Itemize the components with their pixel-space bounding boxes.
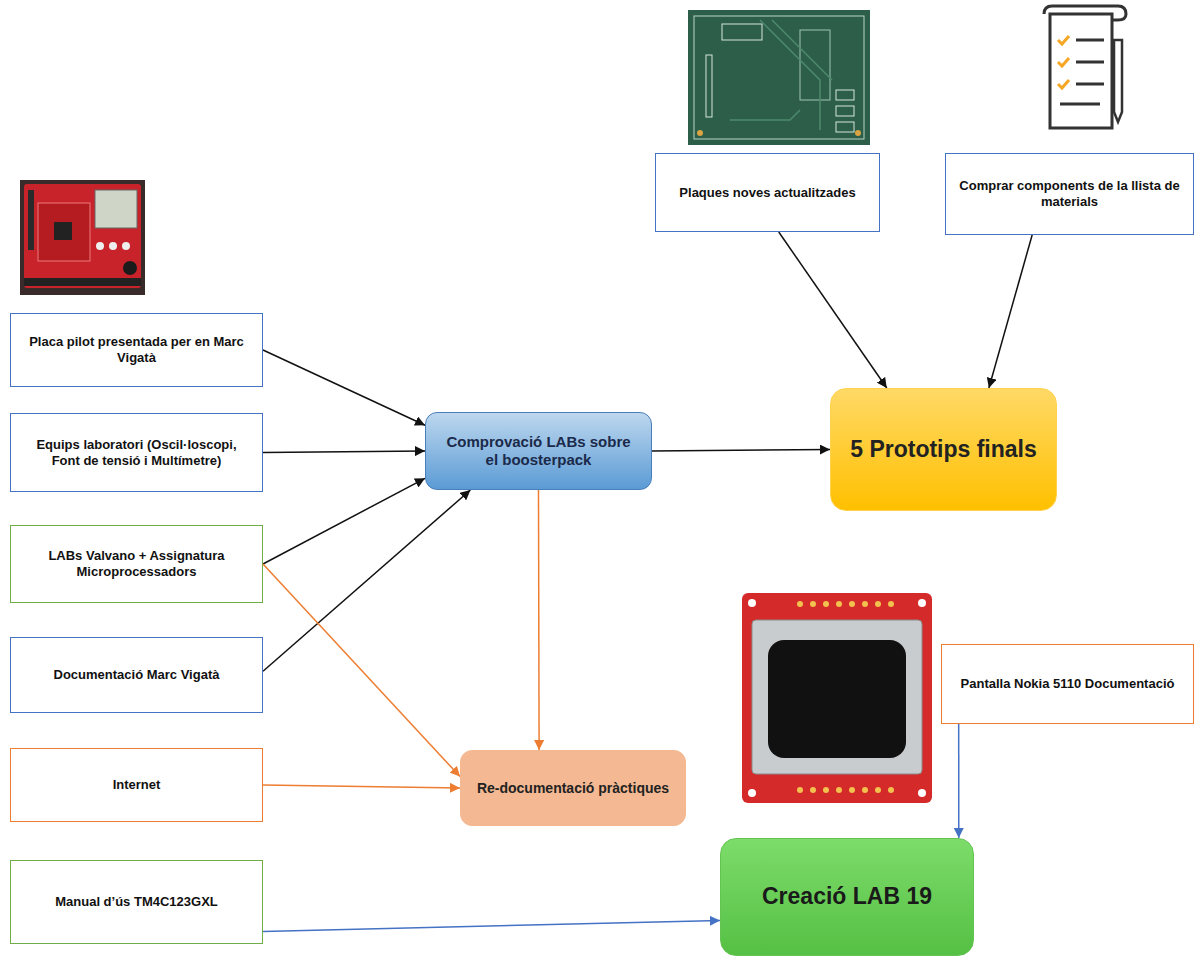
pin-hole xyxy=(849,787,855,793)
pin-hole xyxy=(797,787,803,793)
check-mark xyxy=(1058,36,1069,88)
pin-header xyxy=(24,278,141,286)
source-box: Placa pilot presentada per en Marc Vigat… xyxy=(10,313,263,387)
pin-hole xyxy=(810,601,816,607)
node-label: Pantalla Nokia 5110 Documentació xyxy=(961,676,1175,692)
checklist-icon xyxy=(1044,6,1126,128)
push-button xyxy=(109,242,117,250)
nokia-display-photo xyxy=(742,593,932,803)
connector-arrow xyxy=(538,490,540,750)
mounting-hole xyxy=(748,789,756,797)
pin-hole xyxy=(836,787,842,793)
buzzer xyxy=(123,261,137,275)
launchpad-board xyxy=(38,203,90,261)
connector-arrow xyxy=(263,564,460,777)
pcb-silkscreen xyxy=(722,24,762,40)
pin-hole xyxy=(875,601,881,607)
pin-hole xyxy=(823,787,829,793)
checklist-curl xyxy=(1044,6,1126,20)
pin-hole xyxy=(849,601,855,607)
node-label: Placa pilot presentada per en Marc Vigat… xyxy=(23,334,250,365)
pcb-outline xyxy=(694,16,864,139)
node-label: Comprovació LABs sobre el boosterpack xyxy=(440,433,637,469)
source-box: LABs Valvano + Assignatura Microprocessa… xyxy=(10,525,263,603)
process-box: Re-documentació pràctiques xyxy=(460,750,686,826)
lcd-display xyxy=(95,190,137,228)
connector-arrow xyxy=(263,350,425,425)
pencil xyxy=(1114,40,1122,122)
source-box: Pantalla Nokia 5110 Documentació xyxy=(941,644,1194,724)
source-box: Equips laboratori (Oscil·loscopi, Font d… xyxy=(10,413,263,492)
node-label: Internet xyxy=(113,777,161,793)
pin-hole xyxy=(836,601,842,607)
push-button xyxy=(96,242,104,250)
node-label: 5 Prototips finals xyxy=(850,436,1037,464)
connector-arrow xyxy=(989,235,1032,388)
source-box: Documentació Marc Vigatà xyxy=(10,637,263,713)
microcontroller-chip xyxy=(54,222,72,240)
connector-arrow xyxy=(652,450,830,452)
source-box: Plaques noves actualitzades xyxy=(655,153,880,232)
pcb-header xyxy=(706,55,712,117)
source-box: Comprar components de la llista de mater… xyxy=(945,153,1194,235)
metal-frame xyxy=(752,620,922,774)
board-photo xyxy=(20,180,145,295)
result-box: Creació LAB 19 xyxy=(720,838,974,956)
node-label: Plaques noves actualitzades xyxy=(679,185,855,201)
pcb-board xyxy=(688,10,870,145)
mounting-hole xyxy=(748,599,756,607)
pcb-photo xyxy=(688,10,870,145)
source-box: Manual d’ús TM4C123GXL xyxy=(10,860,263,944)
node-label: LABs Valvano + Assignatura Microprocessa… xyxy=(23,548,250,579)
pcb-silkscreen xyxy=(836,122,854,132)
connector-arrow xyxy=(263,921,720,932)
checklist-paper xyxy=(1050,14,1112,128)
node-label: Manual d’ús TM4C123GXL xyxy=(55,894,218,910)
boosterpack-board xyxy=(24,184,141,288)
connector-arrow xyxy=(263,490,470,671)
pcb-silkscreen xyxy=(836,106,854,116)
pin-header xyxy=(28,190,34,250)
node-label: Equips laboratori (Oscil·loscopi, Font d… xyxy=(23,437,250,468)
pin-hole xyxy=(888,787,894,793)
display-board xyxy=(742,593,932,803)
mounting-hole xyxy=(918,599,926,607)
pin-hole xyxy=(888,601,894,607)
connector-arrow xyxy=(263,785,460,788)
photo-ground xyxy=(20,180,145,295)
pin-hole xyxy=(875,787,881,793)
pin-hole xyxy=(823,601,829,607)
source-box: Internet xyxy=(10,748,263,822)
checklist-line xyxy=(1060,40,1104,104)
pcb-trace xyxy=(730,20,832,130)
pcb-silkscreen xyxy=(836,90,854,100)
push-button xyxy=(122,242,130,250)
pcb-pad xyxy=(855,130,861,136)
pin-hole xyxy=(810,787,816,793)
connector-arrow xyxy=(958,724,960,838)
pcb-pad xyxy=(697,130,703,136)
process-box: Comprovació LABs sobre el boosterpack xyxy=(425,412,652,490)
node-label: Documentació Marc Vigatà xyxy=(54,667,220,683)
pin-hole xyxy=(862,787,868,793)
pin-hole xyxy=(862,601,868,607)
mounting-hole xyxy=(918,789,926,797)
connector-arrow xyxy=(263,451,425,453)
connector-arrow xyxy=(779,232,887,388)
node-label: Re-documentació pràctiques xyxy=(477,780,669,797)
node-label: Creació LAB 19 xyxy=(762,883,932,911)
lcd-screen xyxy=(768,640,906,758)
node-label: Comprar components de la llista de mater… xyxy=(958,178,1181,209)
pin-hole xyxy=(797,601,803,607)
result-box: 5 Prototips finals xyxy=(830,388,1057,511)
